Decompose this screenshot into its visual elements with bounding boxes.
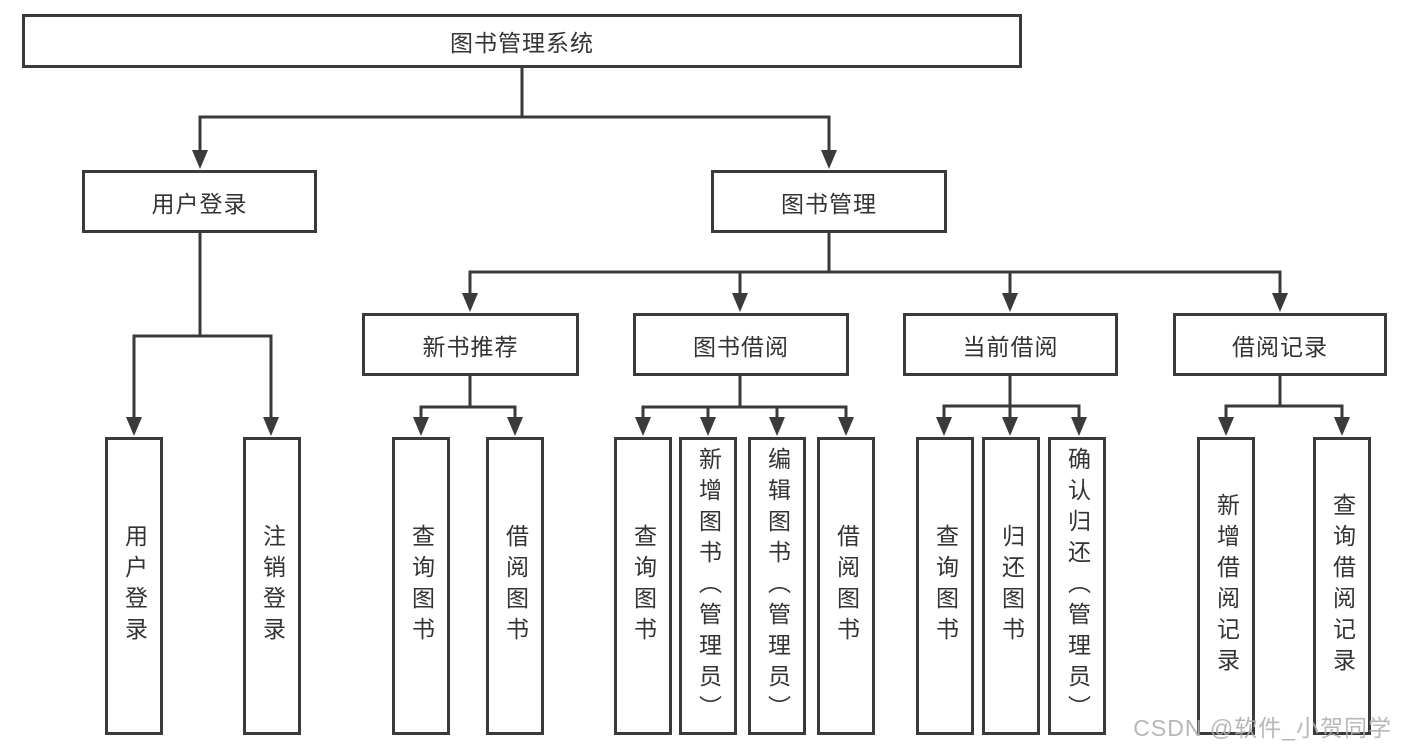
leaf-query-books-borrowing: 查询图书 xyxy=(614,437,672,735)
leaf-confirm-return-admin-label: 确认归还（管理员） xyxy=(1064,446,1091,726)
leaf-query-books-recommend: 查询图书 xyxy=(392,437,450,735)
leaf-query-borrow-record: 查询借阅记录 xyxy=(1313,437,1371,735)
node-root: 图书管理系统 xyxy=(22,14,1022,68)
node-new-book-recommend: 新书推荐 xyxy=(362,313,579,376)
leaf-add-borrow-record-label: 新增借阅记录 xyxy=(1213,493,1240,679)
node-user-login: 用户登录 xyxy=(82,170,317,233)
leaf-edit-books-admin: 编辑图书（管理员） xyxy=(748,437,806,735)
leaf-return-books-label: 归还图书 xyxy=(998,524,1025,648)
leaf-edit-books-admin-label: 编辑图书（管理员） xyxy=(764,446,791,726)
node-user-login-label: 用户登录 xyxy=(151,190,248,217)
leaf-logout-label: 注销登录 xyxy=(259,524,286,648)
leaf-return-books: 归还图书 xyxy=(982,437,1040,735)
node-borrowing-records-label: 借阅记录 xyxy=(1232,333,1328,360)
leaf-query-books-recommend-label: 查询图书 xyxy=(408,524,435,648)
leaf-confirm-return-admin: 确认归还（管理员） xyxy=(1048,437,1106,735)
leaf-query-books-borrowing-label: 查询图书 xyxy=(630,524,657,648)
node-current-borrowing: 当前借阅 xyxy=(903,313,1118,376)
csdn-watermark: CSDN @软件_小贺同学 xyxy=(1133,715,1392,741)
node-root-label: 图书管理系统 xyxy=(450,30,594,56)
node-book-borrowing-label: 图书借阅 xyxy=(693,333,789,360)
node-borrowing-records: 借阅记录 xyxy=(1173,313,1387,376)
node-book-management-label: 图书管理 xyxy=(781,190,877,217)
leaf-query-borrow-record-label: 查询借阅记录 xyxy=(1329,493,1356,679)
node-new-book-recommend-label: 新书推荐 xyxy=(422,333,519,360)
leaf-user-login: 用户登录 xyxy=(105,437,163,735)
node-book-borrowing: 图书借阅 xyxy=(633,313,849,376)
leaf-query-books-current-label: 查询图书 xyxy=(932,524,959,648)
node-current-borrowing-label: 当前借阅 xyxy=(962,333,1059,360)
leaf-query-books-current: 查询图书 xyxy=(916,437,974,735)
leaf-borrow-books-recommend-label: 借阅图书 xyxy=(502,524,529,648)
leaf-borrow-books: 借阅图书 xyxy=(817,437,875,735)
leaf-add-borrow-record: 新增借阅记录 xyxy=(1197,437,1255,735)
leaf-add-books-admin: 新增图书（管理员） xyxy=(679,437,737,735)
leaf-user-login-label: 用户登录 xyxy=(121,524,148,648)
leaf-logout: 注销登录 xyxy=(243,437,301,735)
leaf-borrow-books-recommend: 借阅图书 xyxy=(486,437,544,735)
node-book-management: 图书管理 xyxy=(711,170,947,233)
leaf-add-books-admin-label: 新增图书（管理员） xyxy=(695,446,722,726)
leaf-borrow-books-label: 借阅图书 xyxy=(833,524,860,648)
